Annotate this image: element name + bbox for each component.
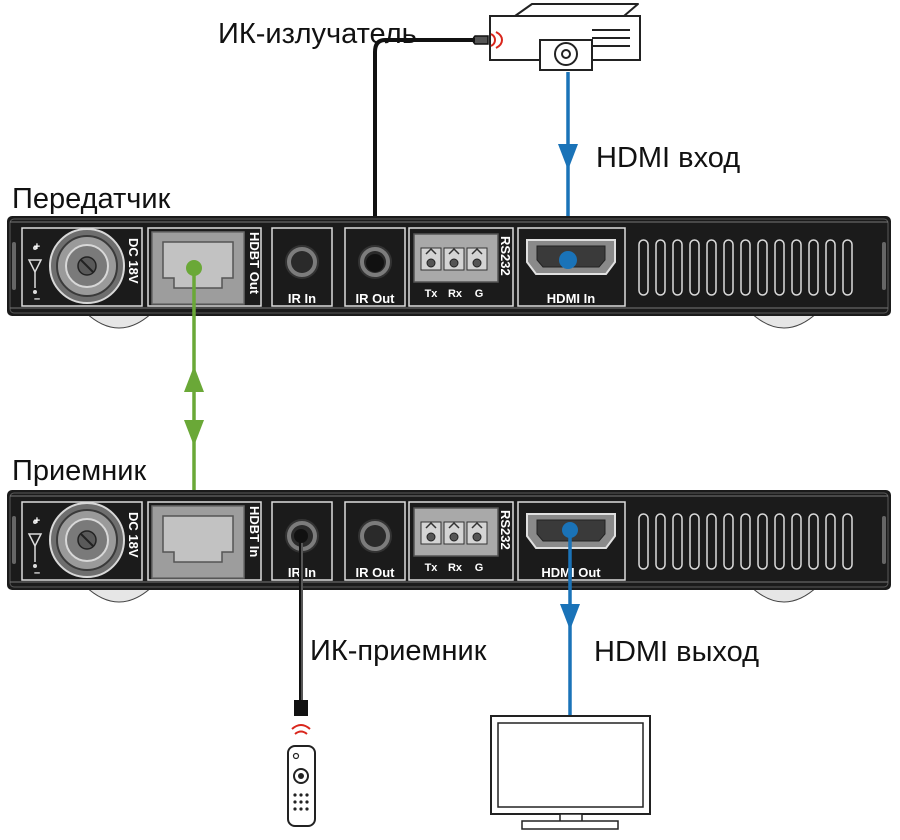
- rx-hdbt-label: HDBT In: [247, 506, 262, 557]
- hdmi-in-plug: [559, 251, 577, 269]
- tx-hdmi-label: HDMI In: [547, 291, 595, 306]
- tx-rs232-g: G: [475, 288, 484, 300]
- tx-hdbt-label: HDBT Out: [247, 232, 262, 295]
- rx-rs232-rx: Rx: [448, 562, 463, 574]
- hdmi-output-cable: [560, 522, 580, 716]
- receiver-device: + – DC 18V HDBT In IR In IR Out RS232 Tx…: [6, 489, 892, 603]
- tx-rs232-tx: Tx: [425, 288, 439, 300]
- rx-power-label: DC 18V: [126, 512, 141, 558]
- ir-emitter-label: ИК-излучатель: [218, 18, 417, 50]
- tx-rs232-rx: Rx: [448, 288, 463, 300]
- svg-text:–: –: [34, 293, 40, 305]
- transmitter-device: + – DC 18V HDBT Out IR In IR Out RS232 T…: [6, 215, 892, 329]
- tx-ir-out-label: IR Out: [356, 291, 396, 306]
- remote-control-icon: [287, 745, 316, 827]
- rx-ir-out-label: IR Out: [356, 565, 396, 580]
- rx-rs232-label: RS232: [498, 510, 513, 550]
- tx-rs232-label: RS232: [498, 236, 513, 276]
- ir-receiver-cable: [294, 529, 308, 716]
- ir-out-plug: [366, 254, 384, 272]
- svg-text:+: +: [34, 515, 40, 527]
- tx-power-label: DC 18V: [126, 238, 141, 284]
- ir-receiver-label: ИК-приемник: [310, 635, 487, 667]
- rx-rs232-tx: Tx: [425, 562, 439, 574]
- ir-emitter-icon: [472, 31, 504, 49]
- hdmi-in-caption: HDMI вход: [596, 142, 740, 174]
- svg-text:+: +: [34, 241, 40, 253]
- tx-ir-in-label: IR In: [288, 291, 316, 306]
- svg-text:–: –: [34, 567, 40, 579]
- source-device-icon: [489, 3, 641, 71]
- rx-rs232-g: G: [475, 562, 484, 574]
- ir-emitter-cable: [373, 38, 475, 265]
- ir-receiver-icon: [291, 724, 311, 735]
- transmitter-label: Передатчик: [12, 183, 171, 215]
- receiver-label: Приемник: [12, 455, 146, 487]
- hdmi-out-caption: HDMI выход: [594, 636, 759, 668]
- tv-icon: [490, 715, 651, 830]
